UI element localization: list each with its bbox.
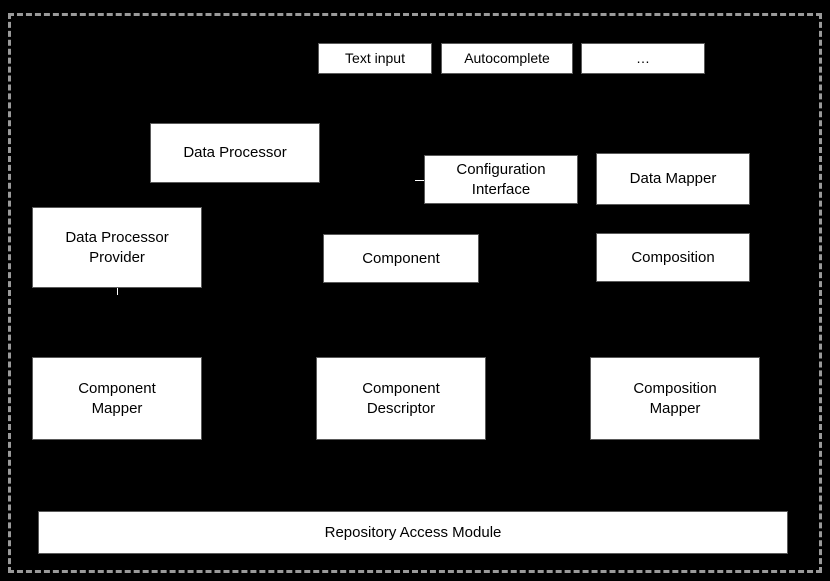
node-autocomplete[interactable]: Autocomplete: [441, 43, 573, 74]
node-composition-mapper[interactable]: Composition Mapper: [590, 357, 760, 440]
node-data-mapper[interactable]: Data Mapper: [596, 153, 750, 205]
node-ellipsis[interactable]: …: [581, 43, 705, 74]
node-component[interactable]: Component: [323, 234, 479, 283]
connector-data-processor-provider-bottom-stub: [117, 288, 118, 295]
node-component-mapper[interactable]: Component Mapper: [32, 357, 202, 440]
node-data-processor-provider[interactable]: Data Processor Provider: [32, 207, 202, 288]
node-configuration-interface[interactable]: Configuration Interface: [424, 155, 578, 204]
node-text-input[interactable]: Text input: [318, 43, 432, 74]
diagram-outer-dashed-frame: [8, 13, 822, 573]
node-component-descriptor[interactable]: Component Descriptor: [316, 357, 486, 440]
connector-configuration-interface-left-stub: [415, 180, 424, 181]
node-repository-access-module[interactable]: Repository Access Module: [38, 511, 788, 554]
node-data-processor[interactable]: Data Processor: [150, 123, 320, 183]
node-composition[interactable]: Composition: [596, 233, 750, 282]
